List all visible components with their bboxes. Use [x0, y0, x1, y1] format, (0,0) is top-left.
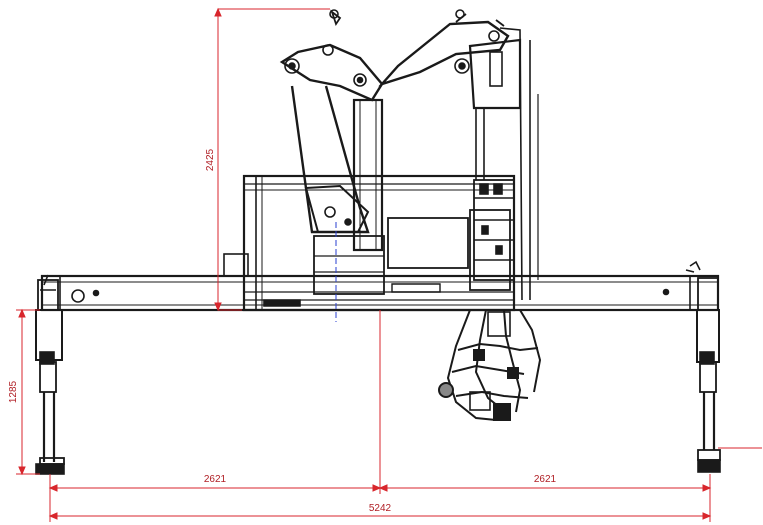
- dim-total-span: 5242: [369, 503, 392, 514]
- crane-base-linework: [35, 9, 721, 475]
- right-outrigger-leg: [685, 260, 721, 473]
- dim-outrigger-height: 1285: [8, 380, 19, 403]
- dimension-lines: [16, 7, 762, 522]
- crane-column: [352, 98, 384, 252]
- base-frame: [223, 174, 516, 312]
- jib-hook-assembly: [438, 309, 542, 421]
- left-outrigger-leg: [35, 274, 65, 475]
- dim-overall-height: 2425: [205, 148, 216, 171]
- dim-right-span: 2621: [534, 474, 557, 485]
- hydraulic-control-block: [473, 179, 515, 281]
- outrigger-beam: [40, 274, 720, 312]
- dimension-labels: 2425 1285 2621 2621 5242: [8, 148, 557, 514]
- dim-left-span: 2621: [204, 474, 227, 485]
- left-boom-arm: [279, 9, 384, 234]
- right-boom-arm: [378, 9, 539, 301]
